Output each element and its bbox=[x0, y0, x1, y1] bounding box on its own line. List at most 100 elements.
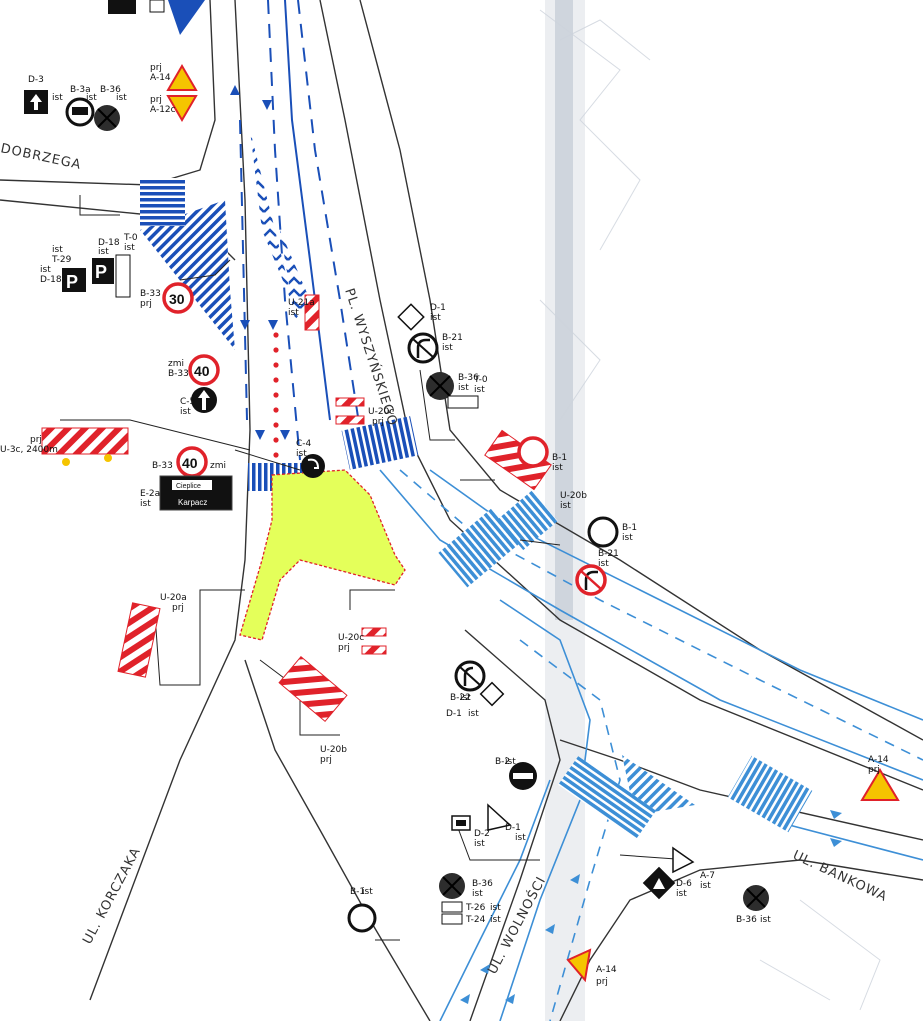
svg-text:ist: ist bbox=[552, 463, 563, 473]
svg-text:prj: prj bbox=[150, 95, 162, 105]
lane-markings-dark bbox=[230, 0, 361, 461]
arrow-icon bbox=[230, 85, 290, 440]
sign-u20b-right: U-20b ist bbox=[560, 491, 587, 511]
sign-b36-mid: B-36 ist bbox=[426, 372, 479, 400]
svg-text:C-4: C-4 bbox=[296, 439, 312, 449]
svg-text:B-3a: B-3a bbox=[70, 85, 91, 95]
svg-text:B-21: B-21 bbox=[598, 549, 619, 559]
sign-a14-low: A-14 prj bbox=[566, 948, 617, 987]
svg-text:ist: ist bbox=[490, 915, 501, 925]
svg-text:D-6: D-6 bbox=[676, 879, 692, 889]
sign-d18a: P D-18a T-29 ist ist bbox=[40, 245, 86, 292]
sign-u20c-top: U-20c prj bbox=[335, 397, 394, 427]
svg-text:prj: prj bbox=[338, 643, 350, 653]
svg-text:T-26: T-26 bbox=[465, 903, 486, 913]
svg-text:ist: ist bbox=[442, 343, 453, 353]
svg-text:ist: ist bbox=[468, 709, 479, 719]
svg-text:A-7: A-7 bbox=[700, 871, 715, 881]
sign-u20c-mid: U-20c prj bbox=[338, 627, 387, 655]
svg-text:D-3: D-3 bbox=[28, 75, 44, 85]
sign-d1-top: D-1 ist bbox=[397, 303, 446, 331]
svg-text:A-14: A-14 bbox=[868, 755, 889, 765]
sign-u20b-mid: U-20b prj bbox=[278, 655, 348, 765]
svg-text:zmi: zmi bbox=[210, 461, 226, 471]
svg-text:E-2a: E-2a bbox=[140, 489, 160, 499]
svg-text:ist: ist bbox=[622, 533, 633, 543]
sign-b1-right: B-1 ist bbox=[484, 429, 567, 491]
scan-shading bbox=[539, 0, 881, 1021]
sign-d2: D-2 ist bbox=[451, 815, 490, 849]
svg-text:B-2: B-2 bbox=[495, 757, 510, 767]
sign-b1-low: B-1 ist bbox=[347, 887, 377, 933]
sign-u21a: U-21a ist bbox=[288, 294, 320, 331]
road-signs: D-3 ist B-3a ist B-36 ist A-14 prj A-12c… bbox=[0, 0, 900, 987]
sign-partial-top bbox=[108, 0, 205, 35]
svg-text:ist: ist bbox=[86, 93, 97, 103]
svg-text:ist: ist bbox=[472, 889, 483, 899]
svg-text:U-20b: U-20b bbox=[320, 745, 347, 755]
svg-text:B-33: B-33 bbox=[168, 369, 189, 379]
sign-a12c: A-12c prj bbox=[150, 95, 198, 122]
svg-text:B-1: B-1 bbox=[622, 523, 637, 533]
svg-text:U-20a: U-20a bbox=[160, 593, 187, 603]
svg-text:ist: ist bbox=[288, 308, 299, 318]
svg-text:U-3c, 2400m: U-3c, 2400m bbox=[0, 445, 58, 455]
svg-text:ist: ist bbox=[560, 501, 571, 511]
sign-b36-right: B-36 ist bbox=[736, 885, 771, 925]
sign-b21-right: B-21 ist bbox=[575, 549, 619, 596]
red-dotted-line bbox=[273, 332, 279, 458]
svg-text:D-1: D-1 bbox=[446, 709, 462, 719]
sign-d1-mid: D-1 ist bbox=[446, 681, 505, 719]
svg-text:U-20b: U-20b bbox=[560, 491, 587, 501]
svg-text:T-29: T-29 bbox=[51, 255, 72, 265]
sign-b36-top: B-36 ist bbox=[94, 85, 127, 131]
svg-text:D-1: D-1 bbox=[505, 823, 521, 833]
sign-d3: D-3 ist bbox=[24, 75, 63, 114]
svg-text:B-36: B-36 bbox=[472, 879, 493, 889]
svg-text:ist: ist bbox=[598, 559, 609, 569]
svg-text:B-36: B-36 bbox=[736, 915, 757, 925]
lane-markings-light bbox=[379, 469, 923, 1021]
leader-lines bbox=[60, 195, 691, 941]
sign-a7: A-7 ist bbox=[672, 846, 715, 891]
street-label-bankowa: UL. BANKOWA bbox=[790, 848, 889, 905]
svg-text:B-1: B-1 bbox=[350, 887, 365, 897]
svg-text:B-22: B-22 bbox=[450, 693, 471, 703]
sign-u20a: U-20a prj bbox=[117, 593, 187, 678]
svg-text:ist: ist bbox=[700, 881, 711, 891]
svg-text:T-24: T-24 bbox=[465, 915, 486, 925]
svg-text:D-1: D-1 bbox=[430, 303, 446, 313]
svg-text:ist: ist bbox=[515, 833, 526, 843]
sign-d6: D-6 ist bbox=[642, 866, 692, 900]
sign-t26: T-26 ist bbox=[441, 901, 501, 913]
svg-text:ist: ist bbox=[458, 383, 469, 393]
sign-c5: C-5 ist bbox=[180, 387, 217, 417]
svg-text:ist: ist bbox=[124, 243, 135, 253]
sign-a14-right: A-14 prj bbox=[860, 755, 900, 801]
svg-text:P: P bbox=[95, 262, 107, 282]
svg-text:ist: ist bbox=[140, 499, 151, 509]
svg-text:B-33: B-33 bbox=[140, 289, 161, 299]
svg-text:ist: ist bbox=[296, 449, 307, 459]
sign-t0-mid: T-0 ist bbox=[447, 375, 488, 409]
sign-d1-low: D-1 ist bbox=[487, 803, 526, 843]
sign-b1-right2: B-1 ist bbox=[587, 516, 637, 548]
sign-b33-30: 30 B-33 prj bbox=[140, 282, 194, 314]
svg-text:ist: ist bbox=[180, 407, 191, 417]
street-label-dobrzega: DOBRZEGA bbox=[0, 141, 83, 173]
svg-text:ist: ist bbox=[52, 93, 63, 103]
sign-b36-low: B-36 ist bbox=[439, 873, 493, 899]
hatched-areas bbox=[140, 130, 695, 815]
svg-text:ist: ist bbox=[474, 839, 485, 849]
svg-text:prj: prj bbox=[150, 63, 162, 73]
svg-text:ist: ist bbox=[52, 245, 63, 255]
svg-text:ist: ist bbox=[760, 915, 771, 925]
sign-c4: C-4 ist bbox=[296, 439, 325, 478]
sign-b33-40-upper: 40 B-33 zmi bbox=[168, 354, 220, 386]
svg-text:40: 40 bbox=[182, 455, 198, 471]
svg-text:40: 40 bbox=[194, 363, 210, 379]
sign-d18: P D-18 ist T-0 ist bbox=[92, 233, 138, 298]
svg-text:prj: prj bbox=[172, 603, 184, 613]
svg-text:C-5: C-5 bbox=[180, 397, 195, 407]
svg-text:T-0: T-0 bbox=[473, 375, 488, 385]
